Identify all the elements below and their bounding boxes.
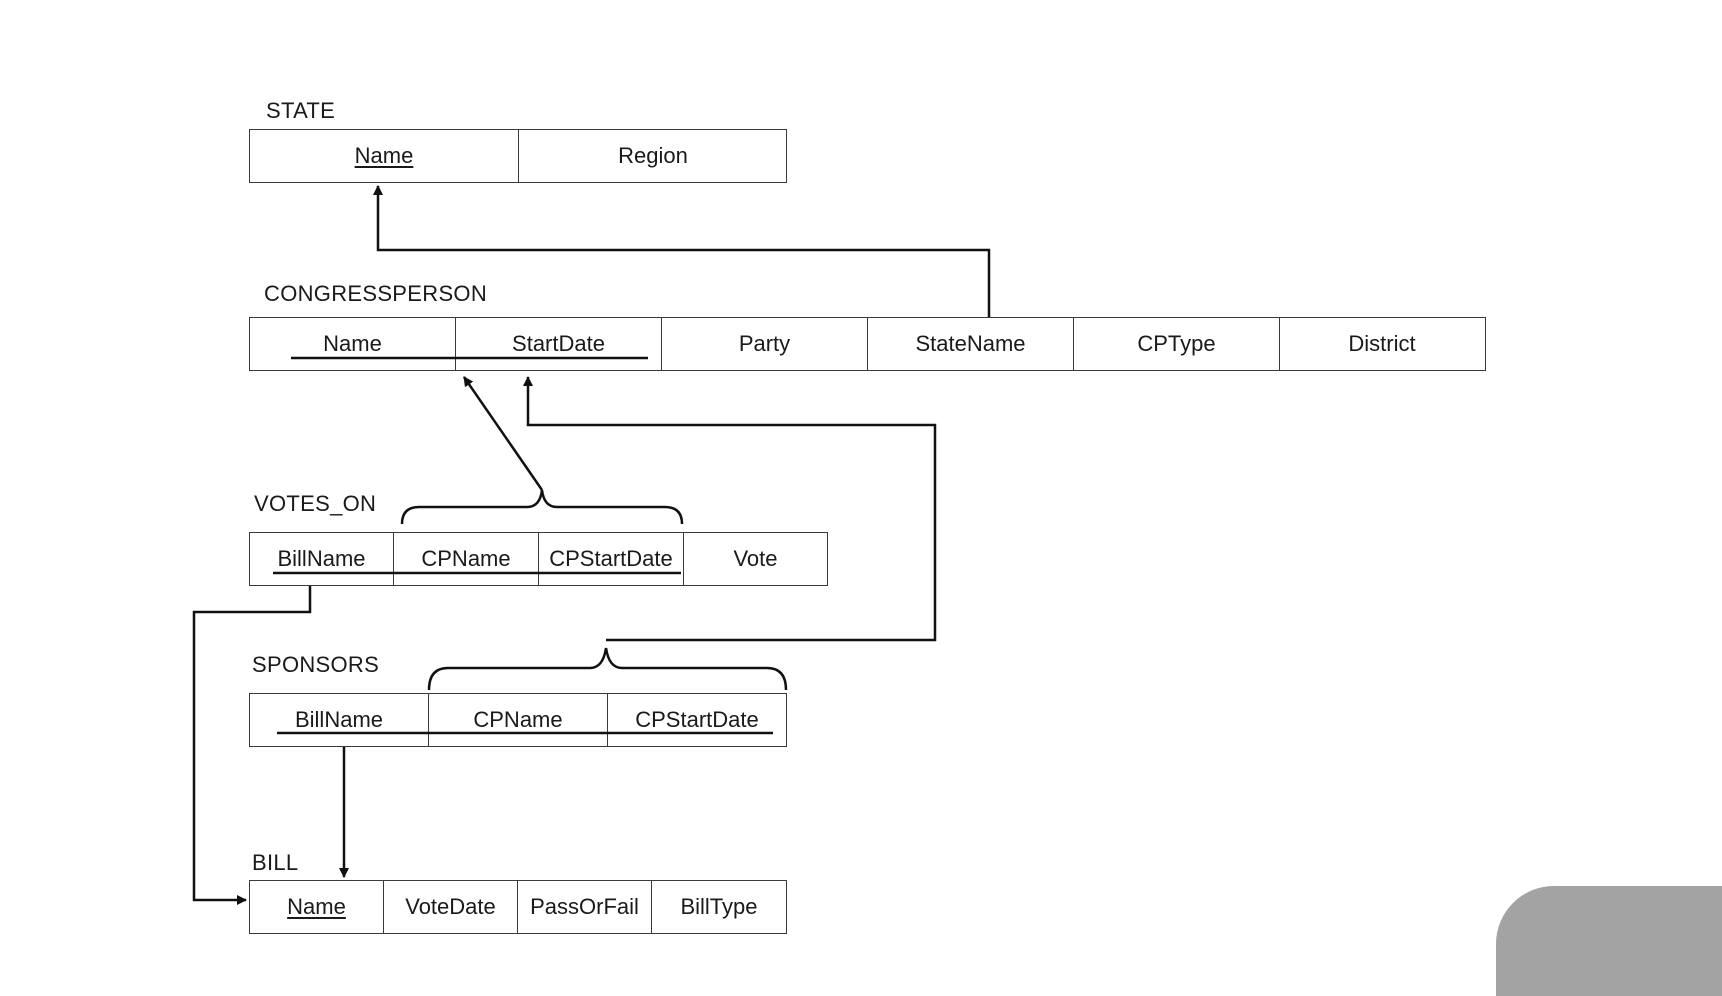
sponsors-attr-cpstartdate: CPStartDate xyxy=(635,707,759,732)
corner-tab-shape xyxy=(1496,886,1722,996)
bill-title: BILL xyxy=(252,850,299,875)
votes-on-attr-vote: Vote xyxy=(733,546,778,571)
congressperson-attr-startdate: StartDate xyxy=(456,318,662,370)
congressperson-table: Name StartDate Party StateName CPType Di… xyxy=(249,317,1486,371)
sponsors-fk-brace xyxy=(427,647,788,691)
state-table: Name Region xyxy=(249,129,787,183)
bill-attr-votedate: VoteDate xyxy=(384,881,518,933)
bill-attr-billtype: BillType xyxy=(680,894,758,919)
congressperson-attr-name: Name xyxy=(250,318,456,370)
congressperson-attr-statename: StateName xyxy=(868,318,1074,370)
state-title: STATE xyxy=(266,98,336,123)
votes-on-title: VOTES_ON xyxy=(254,491,377,516)
sponsors-attr-cpname: CPName xyxy=(429,694,608,746)
sponsors-title: SPONSORS xyxy=(252,652,380,677)
bill-name-label: Name xyxy=(287,894,346,919)
congressperson-title: CONGRESSPERSON xyxy=(264,281,488,306)
votes-on-fk-brace xyxy=(400,489,684,525)
bill-attr-name: Name xyxy=(250,881,384,933)
congressperson-attr-party: Party xyxy=(662,318,868,370)
bill-table: Name VoteDate PassOrFail BillType xyxy=(249,880,787,934)
sponsors-attr-billname: BillName xyxy=(250,694,429,746)
votes-on-attr-cpname: CPName xyxy=(394,533,539,585)
state-name-label: Name xyxy=(354,143,414,168)
congressperson-attr-cptype: CPType xyxy=(1074,318,1280,370)
votes-on-table: BillName CPName CPStartDate Vote xyxy=(249,532,828,586)
votes-on-attr-cpstartdate: CPStartDate xyxy=(539,533,684,585)
state-attr-name: Name xyxy=(250,130,519,182)
fk-votes-on-to-congressperson xyxy=(462,376,544,491)
congressperson-attr-district: District xyxy=(1348,331,1416,356)
votes-on-attr-billname: BillName xyxy=(250,533,394,585)
fk-sponsors-to-congressperson xyxy=(523,376,937,642)
bill-attr-passorfail: PassOrFail xyxy=(518,881,652,933)
sponsors-table: BillName CPName CPStartDate xyxy=(249,693,787,747)
state-attr-region: Region xyxy=(618,143,688,168)
